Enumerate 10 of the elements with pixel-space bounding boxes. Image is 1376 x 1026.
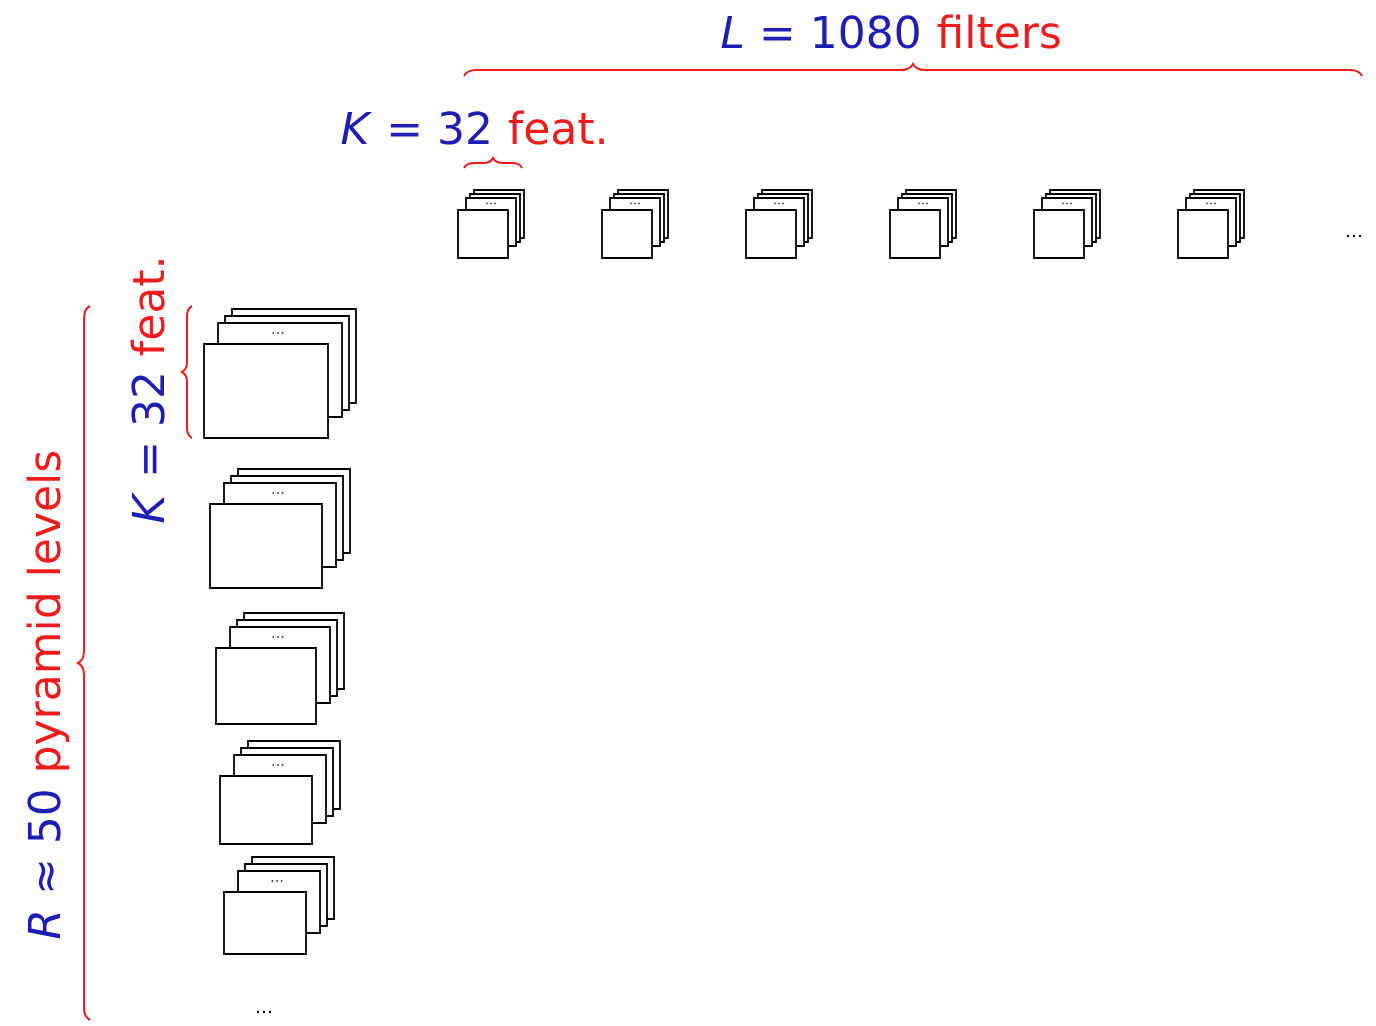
ellipsis: … [1347,234,1361,238]
ellipsis: … [257,1010,271,1014]
dimension-label: K = 32 [131,375,165,523]
dimension-label: feat. [130,260,165,356]
dimension-label: L = 1080 [721,15,919,49]
dimension-label: feat. [508,110,604,145]
dimension-label: K = 32 [341,111,489,145]
dimension-label: R ≈ 50 [27,791,61,939]
dimension-label: filters [937,14,1060,49]
dimension-label: pyramid levels [26,452,70,770]
